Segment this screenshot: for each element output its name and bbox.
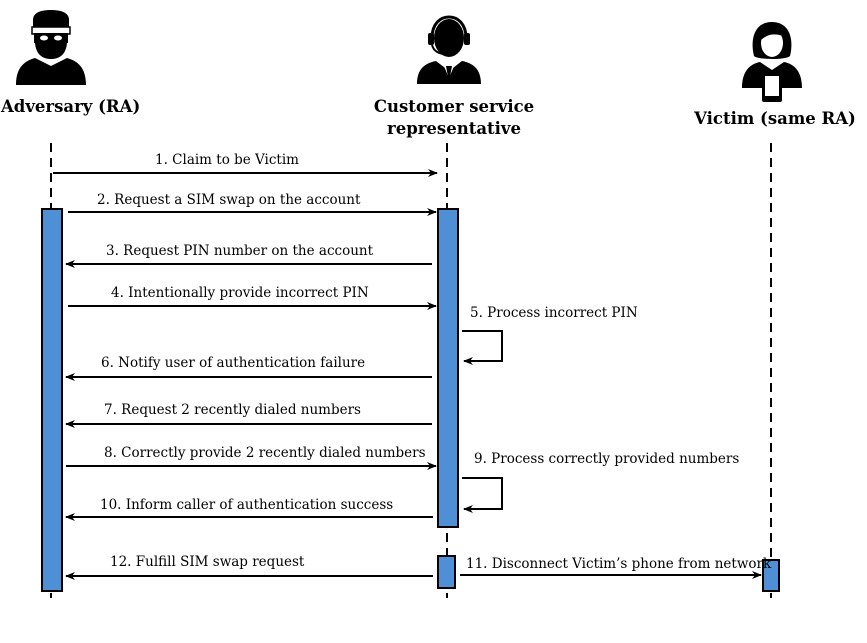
headset-agent-icon: [417, 15, 481, 84]
message-label-3: 3. Request PIN number on the account: [106, 243, 374, 259]
actor-name-csr-line1: Customer service: [373, 97, 535, 116]
burglar-icon: [16, 10, 86, 85]
actor-name-victim: Victim (same RA): [694, 109, 856, 128]
activation-victim: [762, 559, 780, 592]
woman-with-phone-icon: [742, 22, 802, 102]
message-label-1: 1. Claim to be Victim: [155, 152, 299, 168]
activation-adversary: [41, 208, 63, 592]
arrow-msg-5: [462, 330, 503, 365]
arrow-msg-9: [462, 477, 503, 513]
message-label-8: 8. Correctly provide 2 recently dialed n…: [104, 445, 426, 461]
message-label-2: 2. Request a SIM swap on the account: [97, 192, 361, 208]
message-label-9: 9. Process correctly provided numbers: [474, 451, 740, 467]
activation-csr-main: [437, 208, 459, 528]
activation-csr-final: [437, 555, 456, 589]
message-label-12: 12. Fulfill SIM swap request: [110, 554, 305, 570]
message-label-6: 6. Notify user of authentication failure: [101, 355, 366, 371]
message-label-5: 5. Process incorrect PIN: [470, 305, 638, 321]
message-label-10: 10. Inform caller of authentication succ…: [100, 497, 394, 513]
message-label-4: 4. Intentionally provide incorrect PIN: [111, 285, 369, 301]
message-label-7: 7. Request 2 recently dialed numbers: [104, 402, 361, 418]
actor-name-csr-line2: representative: [387, 119, 521, 138]
message-label-11: 11. Disconnect Victim’s phone from netwo…: [466, 556, 772, 572]
actor-name-adversary: Adversary (RA): [1, 97, 141, 116]
